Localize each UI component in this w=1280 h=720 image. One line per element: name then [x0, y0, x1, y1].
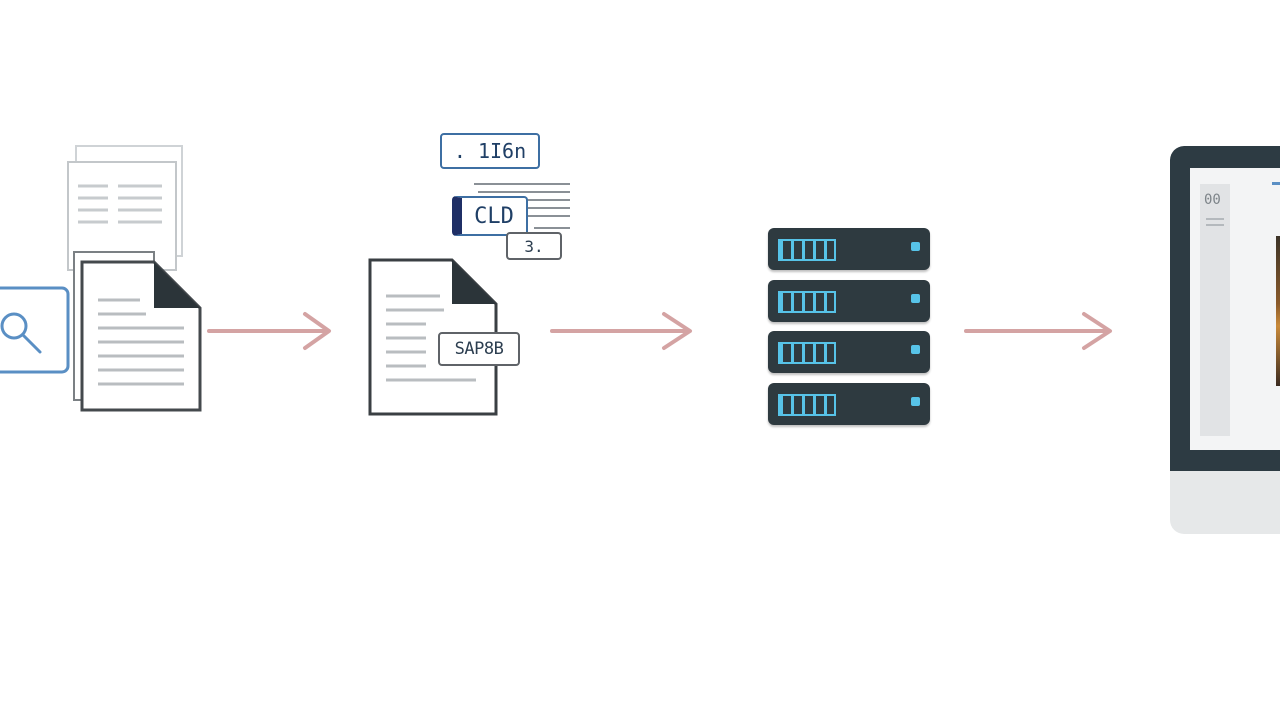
- screen-sidebar: 00: [1200, 184, 1230, 436]
- flow-arrow-3: [964, 312, 1112, 350]
- tag-label-1: . 1I6n: [440, 133, 540, 169]
- search-icon: [0, 312, 42, 354]
- tag-lines: [474, 180, 572, 236]
- sidebar-text: 00: [1204, 192, 1221, 208]
- search-box: [0, 286, 70, 374]
- monitor-screen: 00: [1190, 168, 1280, 450]
- drive-bay: [778, 394, 836, 416]
- tag-label-3: 3.: [506, 232, 562, 260]
- drive-bay: [778, 239, 836, 261]
- server-unit: [768, 383, 930, 425]
- screen-accent-bar: [1272, 182, 1280, 185]
- drive-bay: [778, 342, 836, 364]
- status-led: [911, 345, 920, 354]
- drive-bay: [778, 291, 836, 313]
- tag-label-2: CLD: [452, 196, 528, 236]
- server-unit: [768, 331, 930, 373]
- server-unit: [768, 228, 930, 270]
- screen-photo: [1276, 236, 1280, 386]
- flow-arrow-2: [550, 312, 692, 350]
- monitor-icon: 00: [1170, 146, 1280, 534]
- tag-label-4: SAP8B: [438, 332, 520, 366]
- status-led: [911, 397, 920, 406]
- status-led: [911, 242, 920, 251]
- status-led: [911, 294, 920, 303]
- server-unit: [768, 280, 930, 322]
- document-stack-icon: [0, 145, 202, 412]
- flow-arrow-1: [207, 312, 331, 350]
- monitor-bezel: 00: [1170, 146, 1280, 471]
